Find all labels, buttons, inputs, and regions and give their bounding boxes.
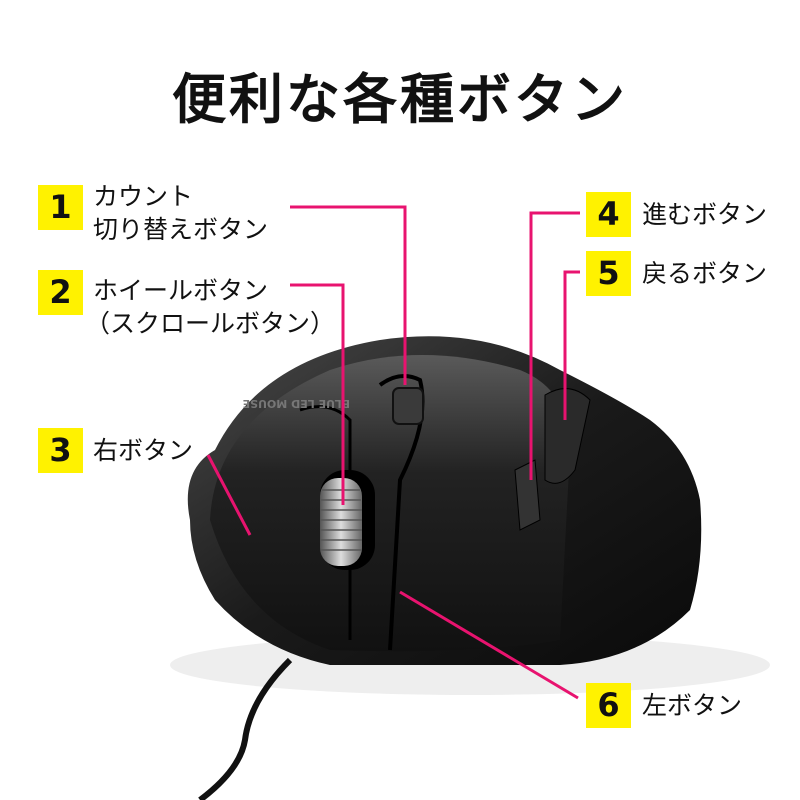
page-title: 便利な各種ボタン bbox=[172, 68, 628, 131]
forward-back-buttons bbox=[544, 388, 591, 484]
button-seam-left bbox=[299, 405, 352, 640]
callout-line-5 bbox=[563, 270, 580, 420]
scroll-wheel bbox=[320, 478, 362, 566]
label-line: カウント bbox=[93, 182, 194, 211]
callout-label-1: カウント 切り替えボタン bbox=[93, 180, 268, 246]
wheel-ridges bbox=[320, 489, 362, 551]
mouse-top-shell bbox=[210, 355, 570, 652]
callout-lines bbox=[206, 205, 580, 700]
callout-line-1 bbox=[290, 205, 407, 385]
callout-line-3 bbox=[206, 454, 252, 536]
callout-label-2: ホイールボタン （スクロールボタン） bbox=[85, 274, 335, 340]
button-seam bbox=[378, 374, 425, 651]
callout-label-3: 右ボタン bbox=[93, 436, 194, 465]
callout-badge-2: 2 bbox=[38, 270, 83, 315]
callout-line-4 bbox=[529, 211, 580, 480]
label-line: 切り替えボタン bbox=[93, 215, 269, 244]
cable bbox=[198, 657, 293, 800]
callout-line-2 bbox=[290, 283, 345, 505]
count-switch-button bbox=[392, 387, 424, 425]
callout-label-5: 戻るボタン bbox=[642, 259, 768, 288]
callout-badge-4: 4 bbox=[586, 192, 631, 237]
mouse-print-logo: BLUE LED MOUSE bbox=[243, 397, 350, 410]
callout-label-4: 進むボタン bbox=[642, 200, 768, 229]
callout-badge-1: 1 bbox=[38, 185, 83, 230]
callout-badge-3: 3 bbox=[38, 428, 83, 473]
label-line: （スクロールボタン） bbox=[85, 309, 336, 338]
callout-label-6: 左ボタン bbox=[642, 691, 743, 720]
side-button-lower bbox=[514, 459, 541, 531]
callout-badge-5: 5 bbox=[586, 251, 631, 296]
callout-badge-6: 6 bbox=[586, 683, 631, 728]
callout-line-6 bbox=[399, 590, 579, 700]
label-line: ホイールボタン bbox=[93, 276, 269, 305]
